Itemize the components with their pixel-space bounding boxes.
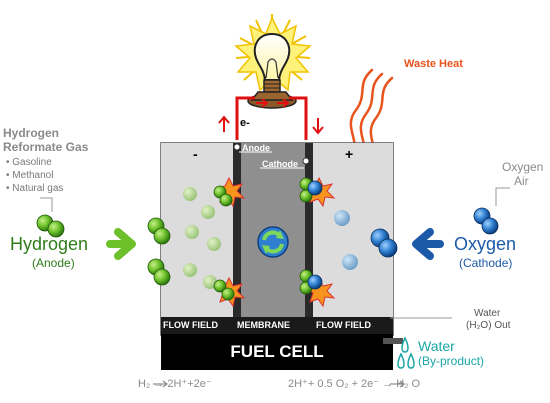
anode-reaction-equation: H₂ → 2H⁺+2e⁻ [138,378,212,390]
membrane-label: MEMBRANE [237,320,290,330]
cathode-reaction-equation: 2H⁺+ 0.5 O₂ + 2e⁻ → H₂ O [288,378,421,390]
minus-sign: - [193,146,198,162]
anode-label: Anode [242,143,270,153]
source-item-methanol: • Methanol [6,170,54,181]
flow-field-right-label: FLOW FIELD [316,320,371,330]
cathode-label: Cathode [262,159,298,169]
oxygen-cathode-label: (Cathode) [459,256,513,270]
oxygen-input-arrow [412,228,444,260]
equation-arrows [153,380,405,388]
hydrogen-particles [36,177,313,301]
water-drop-icon [397,336,415,369]
air-top-label: Air [514,174,529,188]
oxygen-label: Oxygen [454,234,517,254]
plus-sign: + [345,146,354,162]
electron-label: e- [240,117,250,129]
oxygen-particles [307,180,499,290]
hydrogen-label: Hydrogen [10,234,89,254]
fuel-cell-body [160,142,403,370]
water-out-label-1: Water [474,308,501,319]
anode-terminal-dot [233,143,241,151]
water-label: Water [418,338,455,354]
leader-lines [40,187,510,319]
source-item-gasoline: • Gasoline [6,157,52,168]
hydrogen-reformate-title-2: Reformate Gas [3,140,89,154]
cycle-icon [257,226,289,258]
water-byproduct-label: (By-product) [418,354,485,368]
circuit-wires [235,96,308,140]
source-item-natural-gas: • Natural gas [6,183,64,194]
waste-heat-label: Waste Heat [404,58,463,70]
hydrogen-anode-label: (Anode) [32,256,75,270]
hydrogen-input-arrow [106,228,136,260]
electron-flow-arrows [218,98,324,135]
light-bulb-icon [247,32,297,109]
cathode-terminal-dot [302,157,310,165]
oxygen-top-label: Oxygen [502,160,544,174]
water-out-label-2: (H₂O) Out [466,320,511,331]
fuel-cell-label: FUEL CELL [230,342,324,361]
flow-field-left-label: FLOW FIELD [163,320,218,330]
hydrogen-reformate-title-1: Hydrogen [3,126,60,140]
